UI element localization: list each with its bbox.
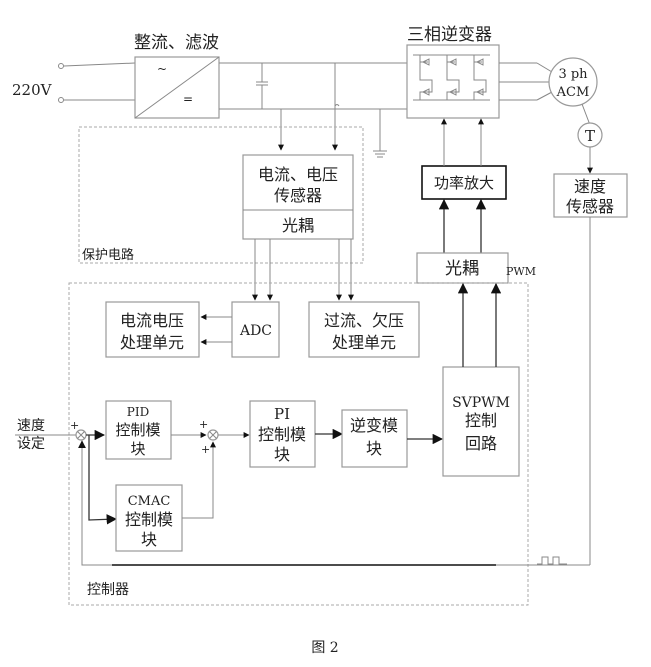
svpwm-line3: 回路 xyxy=(465,434,497,453)
pi-line3: 块 xyxy=(274,445,290,464)
tacho-label: T xyxy=(585,127,595,145)
sensor-optocoupler-label: 光耦 xyxy=(282,216,314,235)
sensor-line2: 传感器 xyxy=(274,186,322,205)
pid-control-block: PID 控制模 块 xyxy=(105,400,172,460)
summing-junction-1: + xyxy=(70,419,87,441)
figure-caption: 图 2 xyxy=(311,640,338,656)
power-amplifier-block: 功率放大 xyxy=(421,165,507,200)
controller-label: 控制器 xyxy=(87,582,129,598)
cmac-line2: 控制模 xyxy=(125,510,173,529)
speed-sensor-line2: 传感器 xyxy=(566,197,614,216)
inverter-block: 三相逆变器 xyxy=(406,25,500,119)
pwm-optocoupler-label: 光耦 xyxy=(445,259,479,279)
pwm-signal-label: PWM xyxy=(506,265,536,278)
tachometer: T xyxy=(577,122,603,148)
input-terminal-top xyxy=(58,63,64,69)
controller-region: 控制器 xyxy=(68,282,529,606)
pi-control-block: PI 控制模 块 xyxy=(249,400,316,468)
voltage-label: 220V xyxy=(12,81,53,99)
input-terminal-bottom xyxy=(58,97,64,103)
fault-processing-line2: 处理单元 xyxy=(332,333,396,352)
pwm-optocoupler-block: 光耦 PWM xyxy=(416,252,536,284)
power-input: 220V xyxy=(12,62,136,103)
cmac-line3: 块 xyxy=(141,530,157,549)
summer1-plus: + xyxy=(70,419,79,432)
protection-circuit-region: 保护电路 电流、电压 传感器 光耦 xyxy=(78,126,364,264)
cmac-control-block: CMAC 控制模 块 xyxy=(115,484,183,552)
svpwm-line1: SVPWM xyxy=(452,395,510,411)
igbt-bridge-icon xyxy=(413,54,490,101)
power-amp-label: 功率放大 xyxy=(434,174,494,192)
summer2-plus-top: + xyxy=(199,418,208,431)
speed-sensor-block: 速度 传感器 xyxy=(553,173,628,218)
iv-processing-block: 电流电压 处理单元 xyxy=(105,301,200,358)
summer2-plus-bottom: + xyxy=(201,443,210,456)
pi-line2: 控制模 xyxy=(258,425,306,444)
pid-line1: PID xyxy=(127,405,149,419)
svpwm-line2: 控制 xyxy=(465,411,497,430)
pulse-train-icon xyxy=(537,556,567,565)
dc-symbol: = xyxy=(183,92,193,106)
motor: 3 ph ACM xyxy=(548,57,598,107)
sensor-line1: 电流、电压 xyxy=(258,165,338,184)
motor-phase-label: 3 ph xyxy=(558,67,588,82)
rectifier-block: 整流、滤波 ~ = xyxy=(134,33,220,119)
speed-setpoint-line2: 设定 xyxy=(17,436,45,452)
dc-bus xyxy=(219,62,407,158)
fault-processing-block: 过流、欠压 处理单元 xyxy=(308,301,420,358)
rectifier-title: 整流、滤波 xyxy=(134,33,219,53)
adc-block: ADC xyxy=(231,301,280,358)
pi-line1: PI xyxy=(274,405,290,423)
pid-line2: 控制模 xyxy=(115,421,160,439)
inverse-transform-block: 逆变模 块 xyxy=(341,409,408,468)
speed-sensor-line1: 速度 xyxy=(574,177,606,196)
iv-processing-line1: 电流电压 xyxy=(120,311,184,330)
cmac-line1: CMAC xyxy=(128,494,171,509)
motor-phase-lines xyxy=(499,62,553,101)
svpwm-control-block: SVPWM 控制 回路 xyxy=(442,366,520,477)
inverse-line2: 块 xyxy=(366,439,382,458)
pid-line3: 块 xyxy=(130,440,145,458)
adc-label: ADC xyxy=(239,323,272,339)
protection-circuit-label: 保护电路 xyxy=(82,247,134,263)
inverter-title: 三相逆变器 xyxy=(407,25,492,45)
iv-processing-line2: 处理单元 xyxy=(120,333,184,352)
motor-type-label: ACM xyxy=(556,85,590,100)
ac-symbol: ~ xyxy=(157,62,167,76)
inverse-line1: 逆变模 xyxy=(350,416,398,435)
speed-setpoint-line1: 速度 xyxy=(17,418,45,434)
fault-processing-line1: 过流、欠压 xyxy=(324,311,404,330)
summing-junction-2: + + xyxy=(199,418,219,456)
